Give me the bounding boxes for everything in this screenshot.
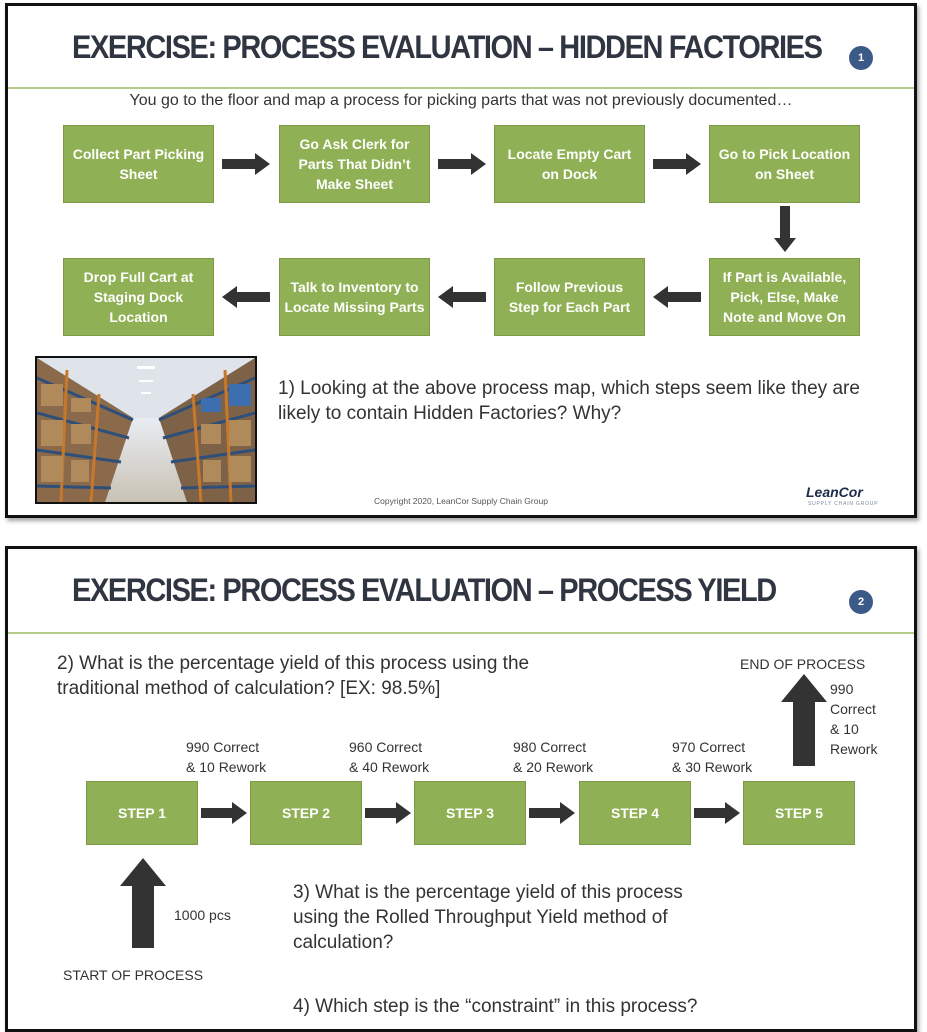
- arrow-down-icon: [774, 206, 796, 252]
- step-box-ask-clerk: Go Ask Clerk for Parts That Didn’t Make …: [279, 125, 430, 203]
- leancor-logo-subtitle: SUPPLY CHAIN GROUP: [808, 501, 879, 507]
- transition-correct-label: 990 Correct: [186, 739, 260, 755]
- step-box-1: STEP 1: [86, 781, 198, 845]
- step-box-pick-location: Go to Pick Location on Sheet: [709, 125, 860, 203]
- transition-rework-label: & 10 Rework: [186, 759, 267, 775]
- warehouse-photo: [35, 356, 257, 504]
- end-value-line: Rework: [830, 741, 878, 757]
- step-box-3: STEP 3: [414, 781, 526, 845]
- slide-title: EXERCISE: PROCESS EVALUATION – PROCESS Y…: [72, 573, 777, 609]
- arrow-right-icon: [201, 802, 247, 824]
- arrow-right-icon: [222, 153, 270, 175]
- arrow-right-icon: [529, 802, 575, 824]
- question-1: 1) Looking at the above process map, whi…: [278, 378, 860, 424]
- arrow-up-icon: [120, 858, 166, 948]
- arrow-right-icon: [365, 802, 411, 824]
- page-number-badge: 1: [849, 46, 873, 70]
- end-value-line: Correct: [830, 701, 876, 717]
- slide-title: EXERCISE: PROCESS EVALUATION – HIDDEN FA…: [72, 30, 823, 66]
- transition-rework-label: & 40 Rework: [349, 759, 430, 775]
- question-2: 2) What is the percentage yield of this …: [57, 653, 530, 699]
- transition-correct-label: 960 Correct: [349, 739, 423, 755]
- arrow-left-icon: [653, 286, 701, 308]
- title-divider: [8, 632, 914, 634]
- end-value-line: & 10: [830, 721, 859, 737]
- step-box-4: STEP 4: [579, 781, 691, 845]
- arrow-left-icon: [438, 286, 486, 308]
- step-box-5: STEP 5: [743, 781, 855, 845]
- step-box-follow-previous: Follow Previous Step for Each Part: [494, 258, 645, 336]
- transition-rework-label: & 20 Rework: [513, 759, 594, 775]
- copyright-text: Copyright 2020, LeanCor Supply Chain Gro…: [374, 496, 548, 506]
- leancor-logo: LeanCor: [806, 484, 863, 500]
- step-box-part-available: If Part is Available, Pick, Else, Make N…: [709, 258, 860, 336]
- arrow-right-icon: [653, 153, 701, 175]
- step-box-collect-sheet: Collect Part Picking Sheet: [63, 125, 214, 203]
- start-quantity-label: 1000 pcs: [174, 907, 231, 923]
- question-3: 3) What is the percentage yield of this …: [293, 882, 683, 953]
- question-4: 4) Which step is the “constraint” in thi…: [293, 996, 698, 1017]
- transition-correct-label: 980 Correct: [513, 739, 587, 755]
- intro-text: You go to the floor and map a process fo…: [129, 92, 793, 109]
- transition-rework-label: & 30 Rework: [672, 759, 753, 775]
- step-box-2: STEP 2: [250, 781, 362, 845]
- end-of-process-label: END OF PROCESS: [740, 656, 866, 672]
- slide-hidden-factories: EXERCISE: PROCESS EVALUATION – HIDDEN FA…: [5, 3, 917, 518]
- step-box-talk-inventory: Talk to Inventory to Locate Missing Part…: [279, 258, 430, 336]
- title-divider: [8, 87, 914, 89]
- page-number-badge: 2: [849, 590, 873, 614]
- arrow-left-icon: [222, 286, 270, 308]
- step-box-locate-cart: Locate Empty Cart on Dock: [494, 125, 645, 203]
- slide-process-yield: EXERCISE: PROCESS EVALUATION – PROCESS Y…: [5, 546, 917, 1032]
- end-value-line: 990: [830, 681, 854, 697]
- transition-correct-label: 970 Correct: [672, 739, 746, 755]
- arrow-right-icon: [438, 153, 486, 175]
- arrow-right-icon: [694, 802, 740, 824]
- step-box-drop-cart: Drop Full Cart at Staging Dock Location: [63, 258, 214, 336]
- start-of-process-label: START OF PROCESS: [63, 967, 204, 983]
- arrow-up-icon: [781, 674, 827, 766]
